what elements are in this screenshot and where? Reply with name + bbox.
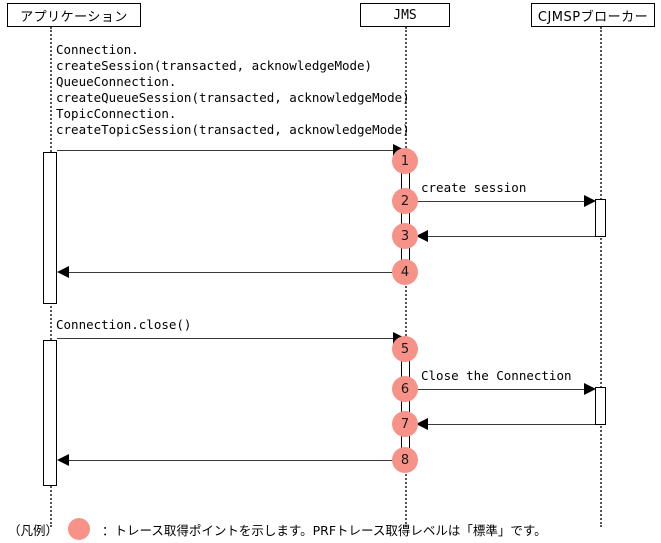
message-line-4 bbox=[66, 272, 403, 273]
message-line-6 bbox=[411, 389, 587, 390]
lifeline-header-jms: JMS bbox=[360, 3, 450, 27]
legend-trace-point-icon bbox=[68, 518, 91, 540]
lifeline-header-jms-label: JMS bbox=[393, 7, 417, 23]
trace-point-5-number: 5 bbox=[400, 341, 410, 357]
message-arrowhead-8 bbox=[57, 454, 69, 466]
message-line-7 bbox=[425, 424, 595, 425]
trace-point-7: 7 bbox=[392, 411, 418, 437]
trace-point-1: 1 bbox=[392, 148, 418, 174]
message-line-3 bbox=[425, 236, 595, 237]
lifeline-cjmsp bbox=[600, 27, 602, 527]
call-block-create-session: Connection. createSession(transacted, ac… bbox=[56, 42, 410, 137]
lifeline-header-application-label: アプリケーション bbox=[20, 9, 128, 25]
activation-application-close bbox=[43, 340, 57, 486]
message-arrowhead-4 bbox=[57, 266, 69, 278]
call-block-close-connection: Connection.close() bbox=[56, 317, 192, 332]
legend-text: ：トレース取得ポイントを示します。PRFトレース取得レベルは「標準」です。 bbox=[102, 522, 547, 538]
trace-point-4: 4 bbox=[392, 259, 418, 285]
message-label-6: Close the Connection bbox=[421, 368, 572, 383]
trace-point-7-number: 7 bbox=[400, 416, 410, 432]
message-line-1 bbox=[57, 150, 397, 151]
message-arrowhead-6 bbox=[584, 383, 596, 395]
lifeline-header-cjmsp: CJMSPブローカー bbox=[531, 3, 655, 27]
legend: （凡例） ：トレース取得ポイントを示します。PRFトレース取得レベルは「標準」で… bbox=[8, 518, 547, 540]
lifeline-header-application: アプリケーション bbox=[7, 3, 141, 27]
message-arrowhead-2 bbox=[584, 195, 596, 207]
legend-prefix: （凡例） bbox=[8, 522, 59, 538]
message-arrowhead-7 bbox=[416, 418, 428, 430]
message-line-8 bbox=[66, 460, 403, 461]
trace-point-4-number: 4 bbox=[400, 264, 410, 280]
trace-point-8: 8 bbox=[392, 447, 418, 473]
message-line-5 bbox=[57, 338, 397, 339]
message-line-2 bbox=[411, 201, 587, 202]
activation-cjmsp-close bbox=[595, 387, 606, 425]
message-label-2: create session bbox=[421, 180, 527, 195]
trace-point-6-number: 6 bbox=[400, 381, 410, 397]
trace-point-8-number: 8 bbox=[400, 452, 410, 468]
trace-point-3: 3 bbox=[392, 223, 418, 249]
activation-cjmsp-create bbox=[595, 199, 606, 237]
trace-point-2-number: 2 bbox=[400, 193, 410, 209]
message-arrowhead-3 bbox=[416, 230, 428, 242]
trace-point-2: 2 bbox=[392, 188, 418, 214]
trace-point-3-number: 3 bbox=[400, 228, 410, 244]
trace-point-6: 6 bbox=[392, 376, 418, 402]
trace-point-5: 5 bbox=[392, 336, 418, 362]
trace-point-1-number: 1 bbox=[400, 153, 410, 169]
lifeline-header-cjmsp-label: CJMSPブローカー bbox=[537, 9, 649, 25]
activation-application-create bbox=[43, 152, 57, 304]
